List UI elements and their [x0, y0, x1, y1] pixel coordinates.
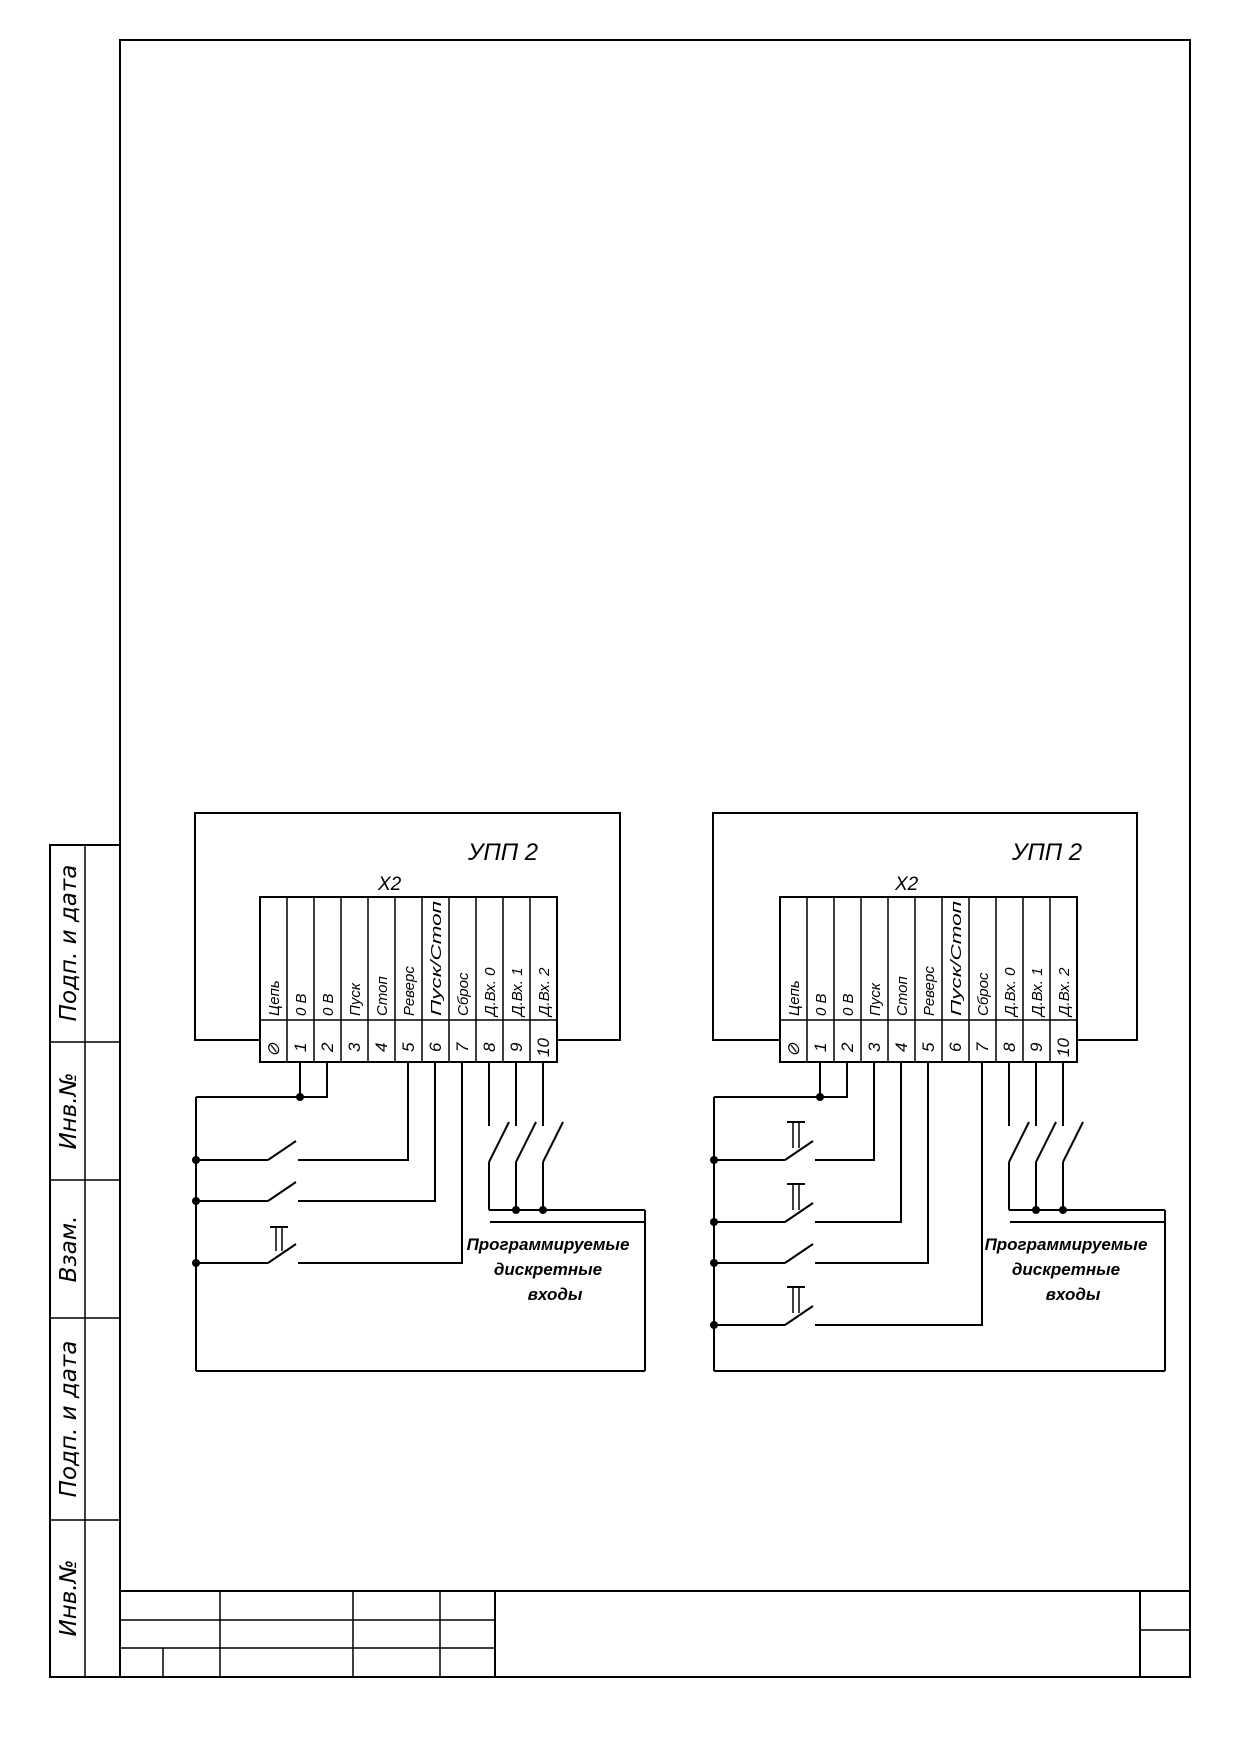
switch-contact [267, 1140, 297, 1161]
input-switch-contact [1062, 1121, 1084, 1163]
terminal-label: Пуск [347, 982, 364, 1016]
terminal-number: 8 [1000, 1042, 1019, 1052]
input-switch-contact [488, 1121, 510, 1163]
terminal-number: ⊘ [784, 1042, 803, 1057]
caption-line: входы [1046, 1285, 1101, 1304]
switch-contact [267, 1181, 297, 1202]
pushbutton-contact [784, 1202, 814, 1223]
terminal-number: 5 [919, 1042, 938, 1052]
terminal-number: 4 [892, 1043, 911, 1052]
terminal-number: 4 [372, 1043, 391, 1052]
device-title-right: УПП 2 [1011, 839, 1082, 866]
device-box-left [194, 812, 621, 1041]
terminal-label: 0 В [813, 993, 830, 1016]
terminal-number: 10 [534, 1038, 553, 1057]
terminal-number: 1 [291, 1043, 310, 1052]
switch-contact [784, 1243, 814, 1264]
terminal-label: Д.Вх. 0 [1002, 967, 1019, 1018]
terminal-label: Д.Вх. 1 [1029, 968, 1046, 1018]
terminal-label: Стоп [894, 976, 911, 1016]
caption-line: дискретные [1012, 1260, 1120, 1279]
terminal-label: Реверс [401, 966, 418, 1016]
terminal-number: 3 [345, 1042, 364, 1052]
terminal-label: Пуск/Стоп [948, 901, 965, 1016]
terminal-block-right: Цепь 0 В 0 В Пуск Стоп Реверс Пуск/Стоп … [779, 896, 1078, 1063]
input-switch-contact [1008, 1121, 1030, 1163]
pushbutton-contact [784, 1305, 814, 1326]
pushbutton-contact [784, 1140, 814, 1161]
terminal-label: 0 В [840, 993, 857, 1016]
pushbutton-contact [267, 1243, 297, 1264]
terminal-label: Сброс [975, 972, 992, 1016]
terminal-label: Д.Вх. 1 [509, 968, 526, 1018]
diagram-left: УПП 2 X2 Цепь 0 В 0 В Пуск Стоп Реверс П… [192, 812, 646, 1372]
device-box-right [712, 812, 1138, 1041]
device-title-left: УПП 2 [467, 839, 538, 866]
wiring-left [192, 1062, 646, 1372]
connector-label-right: X2 [894, 874, 919, 895]
terminal-number: 7 [973, 1042, 992, 1052]
caption-line: входы [528, 1285, 583, 1304]
input-switch-contact [1035, 1121, 1057, 1163]
inputs-caption-right: Программируемые дискретные входы [985, 1235, 1148, 1304]
caption-line: Программируемые [985, 1235, 1148, 1254]
terminal-label: Сброс [455, 972, 472, 1016]
terminal-label: Д.Вх. 2 [536, 967, 553, 1018]
terminal-label: Пуск/Стоп [428, 901, 445, 1016]
title-block [120, 1590, 1190, 1677]
caption-line: Программируемые [467, 1235, 630, 1254]
terminal-label: Реверс [921, 966, 938, 1016]
terminal-label: Цепь [786, 980, 803, 1016]
side-label-sign-date-top: Подп. и дата [56, 865, 82, 1022]
terminal-label: Д.Вх. 2 [1056, 967, 1073, 1018]
terminal-number: 6 [946, 1042, 965, 1052]
terminal-number: ⊘ [264, 1042, 283, 1057]
caption-line: дискретные [494, 1260, 602, 1279]
terminal-number: 5 [399, 1042, 418, 1052]
input-switch-contact [542, 1121, 564, 1163]
terminal-number: 3 [865, 1042, 884, 1052]
terminal-number: 8 [480, 1042, 499, 1052]
terminal-number: 9 [1027, 1042, 1046, 1052]
side-label-inv-no-bottom: Инв.№ [56, 1559, 82, 1636]
terminal-number: 10 [1054, 1038, 1073, 1057]
terminal-number: 9 [507, 1042, 526, 1052]
inputs-caption-left: Программируемые дискретные входы [467, 1235, 630, 1304]
terminal-label: Стоп [374, 976, 391, 1016]
connector-label-left: X2 [377, 874, 402, 895]
terminal-label: Цепь [266, 980, 283, 1016]
terminal-number: 6 [426, 1042, 445, 1052]
side-label-inv-no-top: Инв.№ [56, 1072, 82, 1149]
terminal-label: 0 В [293, 993, 310, 1016]
diagram-right: УПП 2 X2 Цепь 0 В 0 В Пуск Стоп Реверс П… [710, 812, 1166, 1372]
terminal-label: Д.Вх. 0 [482, 967, 499, 1018]
terminal-label: 0 В [320, 993, 337, 1016]
terminal-number: 2 [318, 1042, 337, 1053]
terminal-label: Пуск [867, 982, 884, 1016]
terminal-number: 7 [453, 1042, 472, 1052]
wiring-right [710, 1062, 1166, 1372]
terminal-block-left: Цепь 0 В 0 В Пуск Стоп Реверс Пуск/Стоп … [259, 896, 558, 1063]
terminal-number: 1 [811, 1043, 830, 1052]
terminal-number: 2 [838, 1042, 857, 1053]
side-label-sign-date-bottom: Подп. и дата [56, 1341, 82, 1498]
input-switch-contact [515, 1121, 537, 1163]
side-stamp: Подп. и дата Инв.№ Взам. Подп. и дата Ин… [49, 844, 121, 1678]
side-label-replace: Взам. [56, 1216, 82, 1283]
junction-dot [296, 1093, 304, 1101]
